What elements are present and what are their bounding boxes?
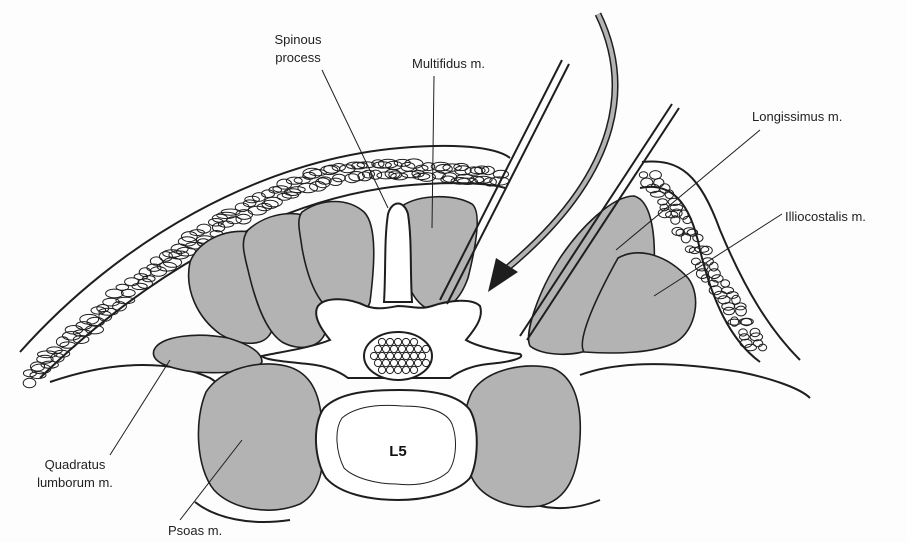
fat-lobule [377,172,396,179]
fat-lobule [349,172,365,181]
fat-lobule [650,171,662,180]
leader-longissimus [616,130,760,250]
spinal-canal [364,332,432,380]
fat-lobule [405,159,423,168]
label-iliocostalis: Illiocostalis m. [785,209,866,224]
fat-lobule [218,221,233,227]
fat-lobule [298,183,318,192]
fat-lobule [721,287,733,294]
fat-lobule [277,179,292,189]
fat-lobule [23,378,36,388]
fat-lobule [736,306,747,316]
label-spinous-2: process [275,50,321,65]
label-quadratus-1: Quadratus [45,457,106,472]
label-spinous-1: Spinous [275,32,322,47]
psoas-muscle-right [464,366,581,507]
fat-lobule [721,280,730,287]
fat-lobule [654,178,664,187]
label-multifidus: Multifidus m. [412,56,485,71]
fat-lobule [695,246,709,252]
fat-lobule [672,227,683,235]
fat-lobule [639,172,647,178]
leader-quadratus [110,360,170,455]
label-longissimus: Longissimus m. [752,109,842,124]
spinous-process-bone [384,204,412,303]
label-vertebra: L5 [389,443,407,460]
fat-lobule [691,258,700,265]
body-contour-right [580,364,810,398]
leader-spinous [322,70,388,208]
fat-lobule [76,322,92,330]
fat-lobule [264,197,282,207]
fat-lobule [724,307,735,315]
fat-lobule [431,162,450,171]
label-psoas: Psoas m. [168,523,222,538]
label-quadratus-2: lumborum m. [37,475,113,490]
psoas-muscle-left [198,364,323,510]
fat-lobule [683,228,696,235]
fat-lobule [708,269,720,279]
